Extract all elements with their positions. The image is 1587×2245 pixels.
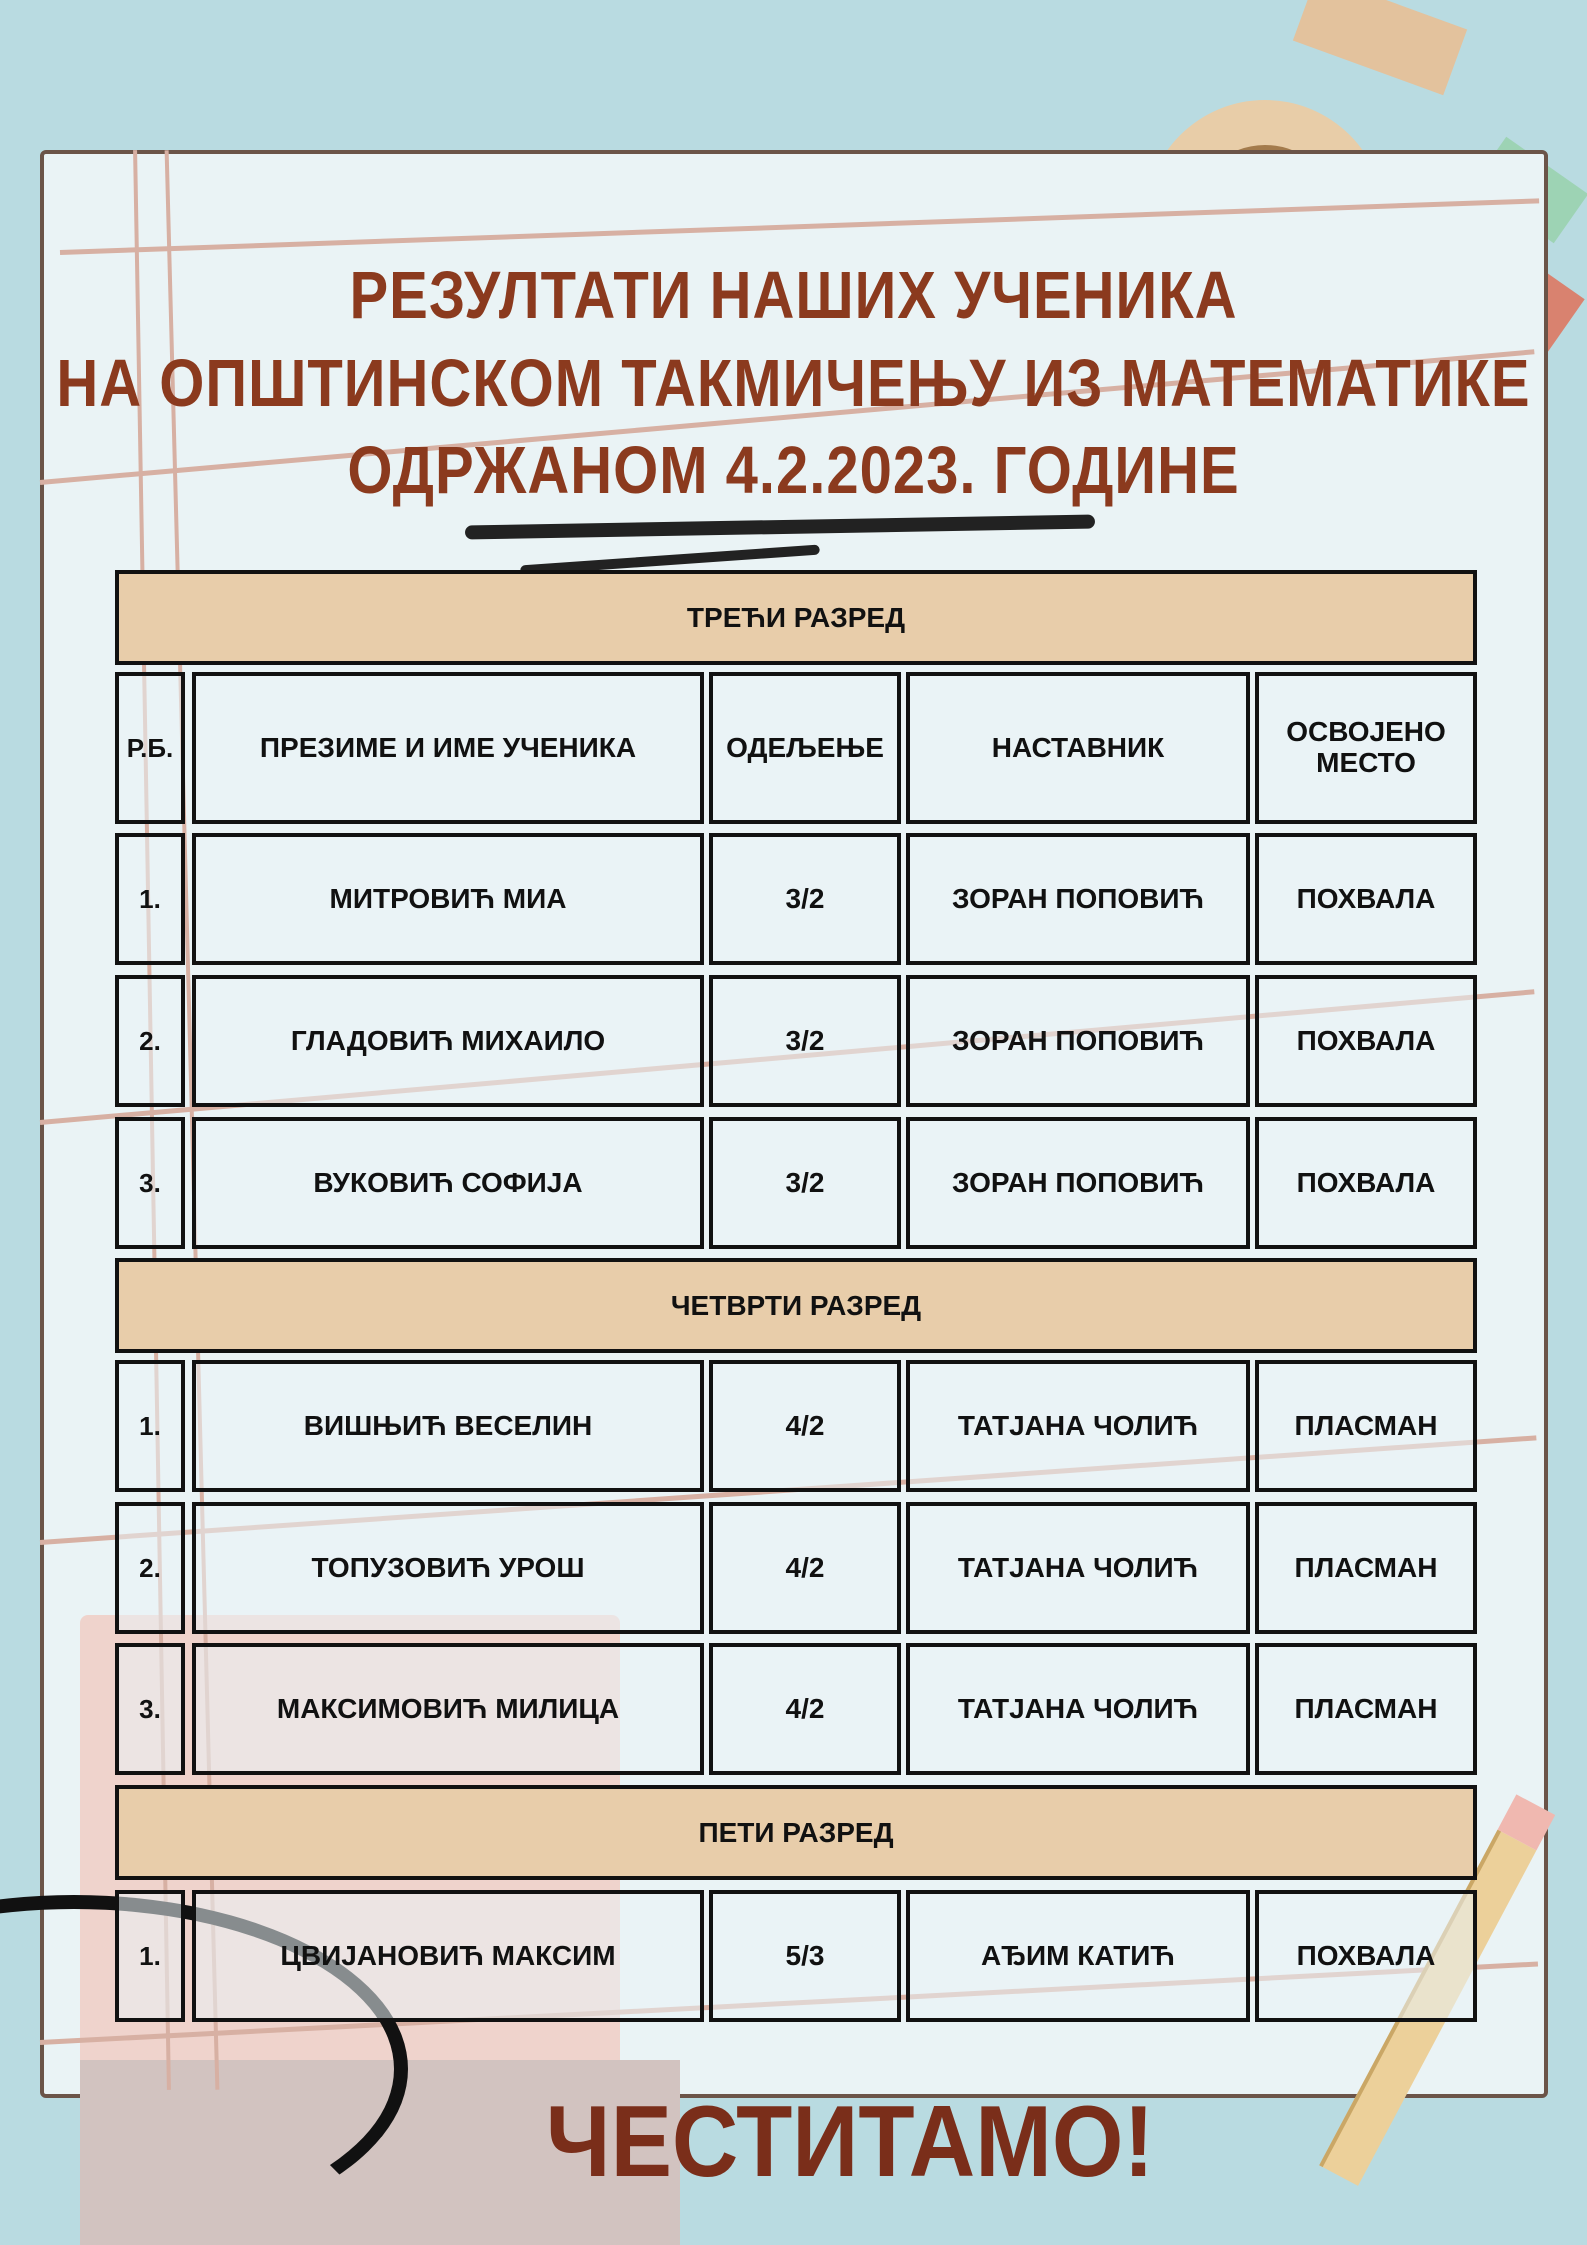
row-number-cell: 2. bbox=[115, 975, 185, 1107]
row-number-cell: 3. bbox=[115, 1117, 185, 1249]
placement-cell: ПОХВАЛА bbox=[1255, 1117, 1477, 1249]
student-name-cell: ТОПУЗОВИЋ УРОШ bbox=[192, 1502, 704, 1634]
row-number-cell: 3. bbox=[115, 1643, 185, 1775]
student-name-cell: ГЛАДОВИЋ МИХАИЛО bbox=[192, 975, 704, 1107]
teacher-cell: АЂИМ КАТИЋ bbox=[906, 1890, 1250, 2022]
class-cell: 3/2 bbox=[709, 975, 901, 1107]
section-header: ТРЕЋИ РАЗРЕД bbox=[115, 570, 1477, 665]
class-cell: 5/3 bbox=[709, 1890, 901, 2022]
row-number-cell: 2. bbox=[115, 1502, 185, 1634]
row-number-cell: 1. bbox=[115, 1890, 185, 2022]
class-cell: 3/2 bbox=[709, 833, 901, 965]
class-cell: 4/2 bbox=[709, 1360, 901, 1492]
row-number-cell: 1. bbox=[115, 833, 185, 965]
row-number-cell: 1. bbox=[115, 1360, 185, 1492]
class-cell: 4/2 bbox=[709, 1643, 901, 1775]
washi-tape-decoration bbox=[1292, 0, 1468, 96]
student-name-cell: ВИШЊИЋ ВЕСЕЛИН bbox=[192, 1360, 704, 1492]
class-cell: 3/2 bbox=[709, 1117, 901, 1249]
teacher-cell: ЗОРАН ПОПОВИЋ bbox=[906, 1117, 1250, 1249]
teacher-cell: ЗОРАН ПОПОВИЋ bbox=[906, 833, 1250, 965]
teacher-cell: ТАТЈАНА ЧОЛИЋ bbox=[906, 1502, 1250, 1634]
title-line-1: РЕЗУЛТАТИ НАШИХ УЧЕНИКА bbox=[349, 258, 1238, 333]
teacher-cell: ТАТЈАНА ЧОЛИЋ bbox=[906, 1643, 1250, 1775]
title-line-3: ОДРЖАНОМ 4.2.2023. ГОДИНЕ bbox=[347, 433, 1240, 508]
student-name-cell: МАКСИМОВИЋ МИЛИЦА bbox=[192, 1643, 704, 1775]
header-teacher: НАСТАВНИК bbox=[906, 672, 1250, 824]
class-cell: 4/2 bbox=[709, 1502, 901, 1634]
section-header: ПЕТИ РАЗРЕД bbox=[115, 1785, 1477, 1880]
placement-cell: ПЛАСМАН bbox=[1255, 1360, 1477, 1492]
placement-cell: ПЛАСМАН bbox=[1255, 1502, 1477, 1634]
student-name-cell: МИТРОВИЋ МИА bbox=[192, 833, 704, 965]
placement-cell: ПОХВАЛА bbox=[1255, 1890, 1477, 2022]
header-placement: ОСВОЈЕНО МЕСТО bbox=[1255, 672, 1477, 824]
header-student-name: ПРЕЗИМЕ И ИМЕ УЧЕНИКА bbox=[192, 672, 704, 824]
teacher-cell: ЗОРАН ПОПОВИЋ bbox=[906, 975, 1250, 1107]
title-line-2: НА ОПШТИНСКОМ ТАКМИЧЕЊУ ИЗ МАТЕМАТИКЕ bbox=[56, 346, 1531, 421]
placement-cell: ПОХВАЛА bbox=[1255, 833, 1477, 965]
header-row-number: Р.Б. bbox=[115, 672, 185, 824]
header-class: ОДЕЉЕЊЕ bbox=[709, 672, 901, 824]
student-name-cell: ВУКОВИЋ СОФИЈА bbox=[192, 1117, 704, 1249]
congratulations-text: ЧЕСТИТАМО! bbox=[545, 2085, 1155, 2199]
placement-cell: ПЛАСМАН bbox=[1255, 1643, 1477, 1775]
teacher-cell: ТАТЈАНА ЧОЛИЋ bbox=[906, 1360, 1250, 1492]
student-name-cell: ЦВИЈАНОВИЋ МАКСИМ bbox=[192, 1890, 704, 2022]
section-header: ЧЕТВРТИ РАЗРЕД bbox=[115, 1258, 1477, 1353]
placement-cell: ПОХВАЛА bbox=[1255, 975, 1477, 1107]
